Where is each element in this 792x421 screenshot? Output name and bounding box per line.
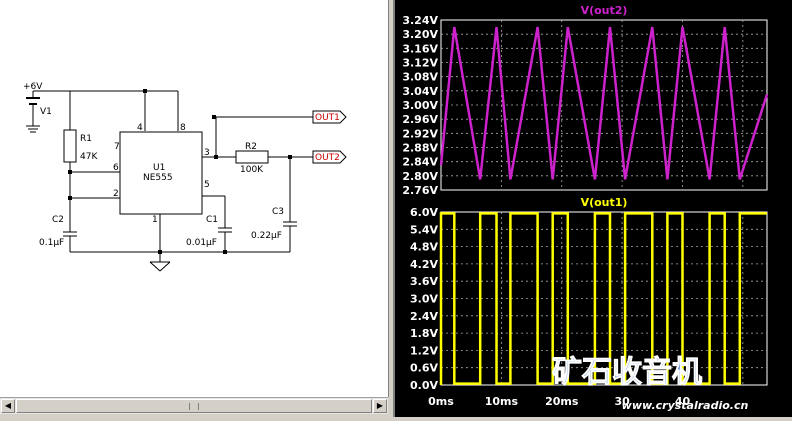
y-tick-label: 5.4V [410,223,438,236]
x-axis: 0ms 10ms 20ms 30 40 [428,395,690,408]
scroll-right-button[interactable]: ▶ [373,399,387,413]
y-tick-label: 0.6V [410,362,438,375]
y-tick-label: 2.88V [402,142,438,155]
out1-flag-label: OUT1 [315,113,340,123]
r1-value: 47K [80,152,98,162]
y-tick-label: 1.8V [410,327,438,340]
watermark-url: www.crystalradio.cn [622,399,749,412]
c3-label: C3 [272,207,284,217]
v1-label: V1 [40,107,52,117]
c2-value: 0.1μF [39,238,64,248]
pin-label: 8 [180,123,186,133]
watermark-logo: 矿石收音机 [552,355,702,390]
pin-label: 1 [152,215,158,225]
r2-label: R2 [245,142,257,152]
x-tick-label: 0ms [428,395,454,408]
u1-label: U1 [153,163,165,173]
plot-title: V(out1) [581,196,628,209]
plot-title: V(out2) [581,4,628,17]
pin-label: 2 [113,189,119,199]
y-tick-label: 3.20V [402,28,438,41]
y-tick-label: 3.24V [402,14,438,27]
r1-label: R1 [80,134,92,144]
u1-part: NE555 [143,173,173,183]
y-tick-label: 3.08V [402,71,438,84]
grip-icon [189,403,199,410]
y-tick-label: 3.16V [402,42,438,55]
schematic-canvas[interactable]: +6V V1 R1 47K R2 100K U1 NE555 C1 0.01μF… [0,0,389,397]
pin-label: 4 [137,123,143,133]
pin-label: 6 [113,163,119,173]
series-line [439,26,769,180]
y-tick-label: 6.0V [410,206,438,219]
x-tick-label: 10ms [485,395,519,408]
supply-label: +6V [23,82,43,92]
c2-label: C2 [52,215,64,225]
plot-v-out1: 6.0V 5.4V 4.8V 4.2V 3.6V 3.0V 2.4V 1.8V 1.2V 0.6V… [410,196,768,392]
schematic-pane: +6V V1 R1 47K R2 100K U1 NE555 C1 0.01μF… [0,0,390,417]
y-tick-label: 2.84V [402,156,438,169]
horizontal-scrollbar[interactable]: ◀ ▶ [0,397,388,414]
y-tick-label: 2.96V [402,113,438,126]
schematic-drawing: +6V V1 R1 47K R2 100K U1 NE555 C1 0.01μF… [23,82,347,272]
scroll-thumb[interactable] [16,399,372,413]
y-tick-label: 2.76V [402,184,438,197]
x-tick-label: 30 [614,395,630,408]
y-tick-label: 3.00V [402,99,438,112]
series-line [439,212,767,385]
y-tick-label: 4.2V [410,258,438,271]
y-tick-label: 2.80V [402,170,438,183]
out2-flag-label: OUT2 [315,153,340,163]
c1-label: C1 [206,215,218,225]
y-tick-label: 2.92V [402,127,438,140]
y-tick-label: 3.12V [402,57,438,70]
x-tick-label: 20ms [545,395,579,408]
y-tick-label: 3.6V [410,275,438,288]
c3-value: 0.22μF [251,231,282,241]
r2-value: 100K [240,165,264,175]
y-tick-label: 3.0V [410,293,438,306]
pin-label: 7 [114,142,120,152]
c1-value: 0.01μF [186,238,217,248]
y-tick-label: 1.2V [410,344,438,357]
y-tick-label: 4.8V [410,241,438,254]
scroll-left-button[interactable]: ◀ [1,399,15,413]
y-tick-label: 0.0V [410,379,438,392]
y-tick-label: 3.04V [402,85,438,98]
y-tick-label: 2.4V [410,310,438,323]
x-tick-label: 40 [675,395,691,408]
pin-label: 5 [204,180,210,190]
pin-label: 3 [204,148,210,158]
